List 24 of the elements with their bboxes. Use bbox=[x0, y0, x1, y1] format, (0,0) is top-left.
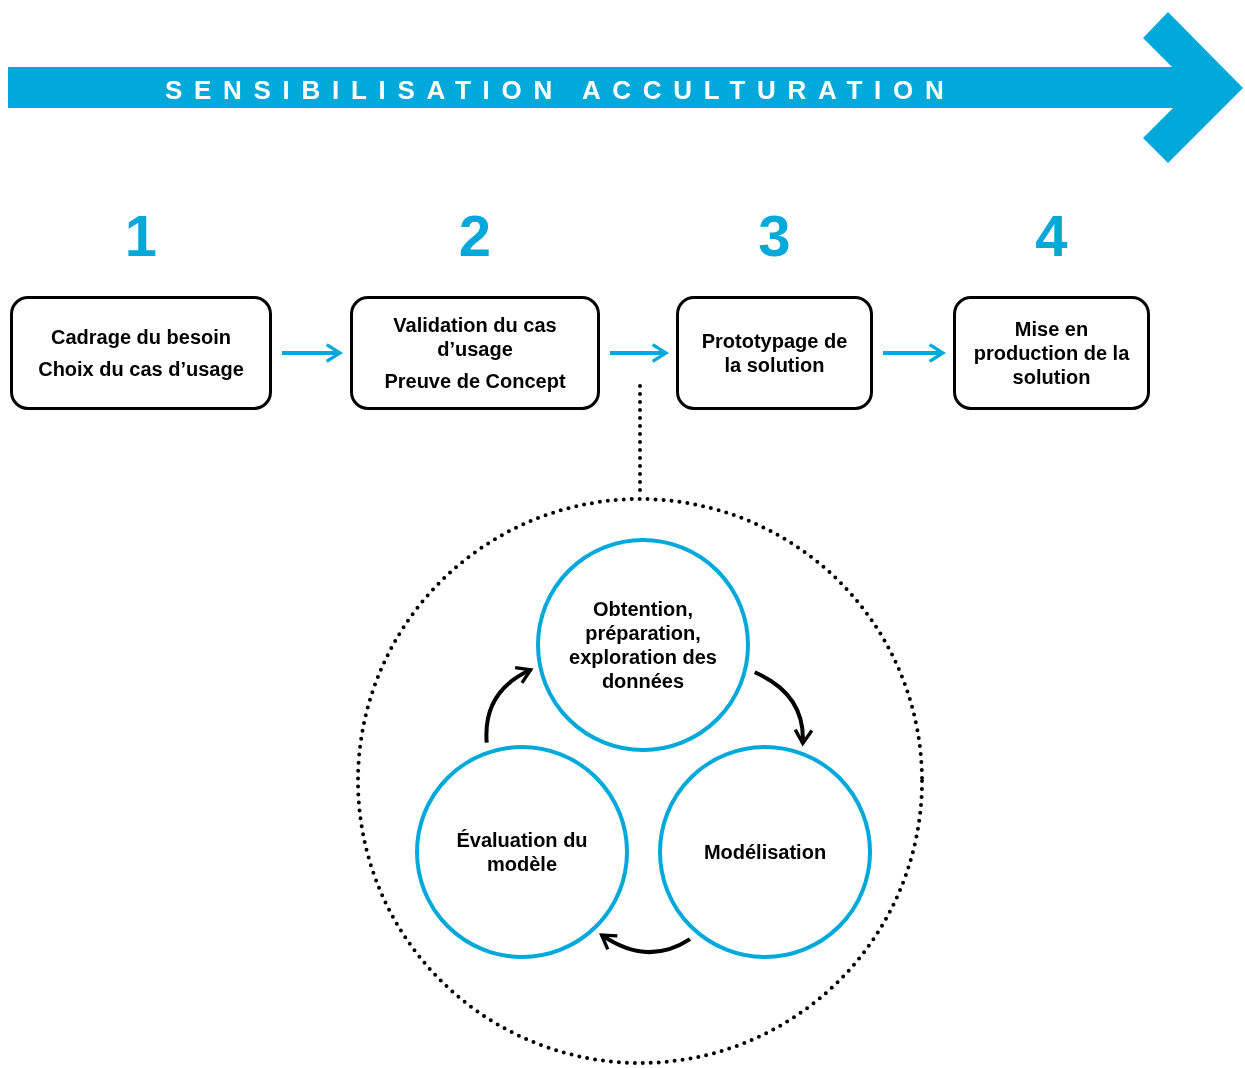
step-number: 4 bbox=[1034, 206, 1069, 266]
arrow bbox=[753, 670, 813, 746]
node-text: Obtention, préparation, exploration des données bbox=[568, 597, 718, 693]
node-text: Mise en production de la solution bbox=[972, 317, 1131, 389]
node-text: Modélisation bbox=[703, 840, 827, 864]
arrow bbox=[610, 343, 668, 363]
node-text: Évaluation du modèle bbox=[455, 828, 589, 876]
step-number: 2 bbox=[457, 206, 493, 266]
step-number: 3 bbox=[757, 206, 792, 266]
step-number: 1 bbox=[123, 206, 159, 266]
arrow bbox=[484, 666, 533, 743]
node-text: Preuve de Concept bbox=[384, 369, 566, 393]
process-box bbox=[676, 296, 873, 410]
node-text: Choix du cas d’usage bbox=[38, 357, 244, 381]
node-text: Validation du cas d’usage bbox=[392, 313, 558, 361]
process-box bbox=[953, 296, 1150, 410]
process-box bbox=[10, 296, 272, 410]
banner-text: SENSIBILISATION ACCULTURATION bbox=[165, 75, 956, 105]
node-text: Prototypage de la solution bbox=[700, 329, 849, 377]
node-text: Cadrage du besoin bbox=[51, 325, 231, 349]
process-box bbox=[350, 296, 600, 410]
arrow bbox=[883, 343, 945, 363]
arrow bbox=[282, 343, 342, 363]
arrow bbox=[599, 933, 691, 955]
